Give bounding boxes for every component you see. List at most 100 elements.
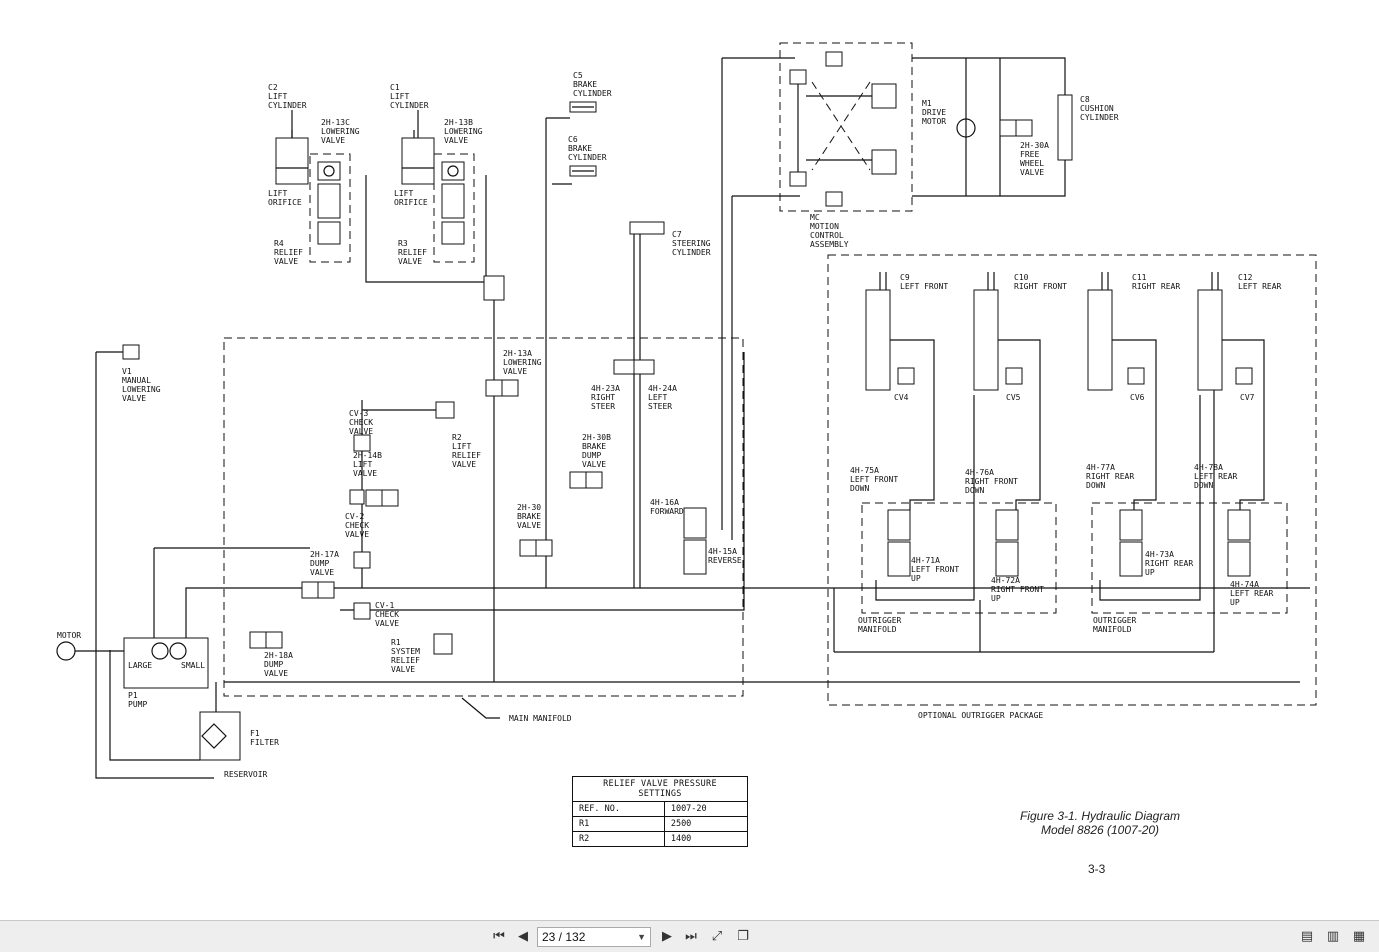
- steering-cylinder-c7: [629, 221, 665, 235]
- table-row: REF. NO.1007-20: [572, 801, 749, 817]
- brake-dump-valve-30b: [569, 471, 603, 489]
- lowering-valve-13b: [433, 153, 475, 263]
- fit-width-icon[interactable]: ⤢: [706, 927, 728, 947]
- caption-line-2: Model 8826 (1007-20): [1040, 823, 1160, 837]
- cushion-cylinder-c8: [1057, 94, 1073, 161]
- prev-page-icon[interactable]: ◀: [512, 927, 534, 947]
- last-page-icon[interactable]: ⏭: [680, 927, 702, 947]
- free-wheel-valve: [999, 119, 1033, 137]
- svg-text:OPTIONAL OUTRIGGER PACKAGE: OPTIONAL OUTRIGGER PACKAGE: [918, 711, 1043, 720]
- chevron-down-icon: ▼: [637, 932, 646, 942]
- lift-cylinder-c2: [275, 110, 309, 185]
- continuous-icon[interactable]: ▥: [1322, 927, 1344, 947]
- page-indicator-select[interactable]: 23 / 132 ▼: [537, 927, 651, 947]
- svg-text:CV6: CV6: [1130, 393, 1145, 402]
- relief-valve-pressure-table: RELIEF VALVE PRESSURE SETTINGS REF. NO.1…: [572, 776, 749, 847]
- table-title: RELIEF VALVE PRESSURE SETTINGS: [572, 776, 748, 802]
- dump-valve-18a: [249, 631, 283, 649]
- lift-relief-valve-r2: [435, 401, 455, 419]
- facing-icon[interactable]: ▦: [1348, 927, 1370, 947]
- check-valve-cv3: [353, 434, 371, 452]
- dump-valve-17a: [301, 581, 335, 599]
- brake-cylinder-c6: [569, 165, 597, 177]
- first-page-icon[interactable]: ⏮: [488, 927, 510, 947]
- drive-electric-motor: [56, 641, 124, 661]
- pump-p1: [123, 637, 209, 689]
- motion-control-assembly: [789, 51, 897, 207]
- system-relief-valve-r1: [433, 633, 453, 655]
- lowering-valve-13c: [309, 153, 351, 263]
- next-page-icon[interactable]: ▶: [656, 927, 678, 947]
- outrigger-package-border: [827, 254, 1317, 706]
- lift-valve-14b: [349, 489, 399, 507]
- main-manifold-border: [223, 337, 744, 697]
- brake-valve-30: [519, 539, 553, 557]
- svg-text:SMALL: SMALL: [181, 661, 205, 670]
- svg-text:MAIN MANIFOLD: MAIN MANIFOLD: [509, 714, 572, 723]
- outrigger-manifold-2-border: [1091, 502, 1288, 614]
- manual-lowering-valve-v1: [122, 344, 140, 360]
- fit-page-icon[interactable]: ❐: [732, 927, 754, 947]
- single-page-icon[interactable]: ▤: [1296, 927, 1318, 947]
- check-valve-cv2: [353, 551, 371, 569]
- figure-caption: Figure 3-1. Hydraulic Diagram Model 8826…: [980, 809, 1220, 837]
- svg-text:MOTOR: MOTOR: [57, 631, 81, 640]
- outrigger-manifold-1-border: [861, 502, 1057, 614]
- steer-valve: [613, 359, 655, 375]
- drive-motor-m1: [956, 118, 976, 138]
- caption-line-1: Figure 3-1. Hydraulic Diagram: [1019, 809, 1181, 823]
- motion-control-border: [779, 42, 913, 212]
- lift-cylinder-c1: [401, 110, 435, 185]
- forward-reverse-valve: [683, 507, 707, 575]
- svg-text:CV7: CV7: [1240, 393, 1255, 402]
- svg-text:RESERVOIR: RESERVOIR: [224, 770, 268, 779]
- svg-text:LARGE: LARGE: [128, 661, 152, 670]
- svg-text:CV4: CV4: [894, 393, 909, 402]
